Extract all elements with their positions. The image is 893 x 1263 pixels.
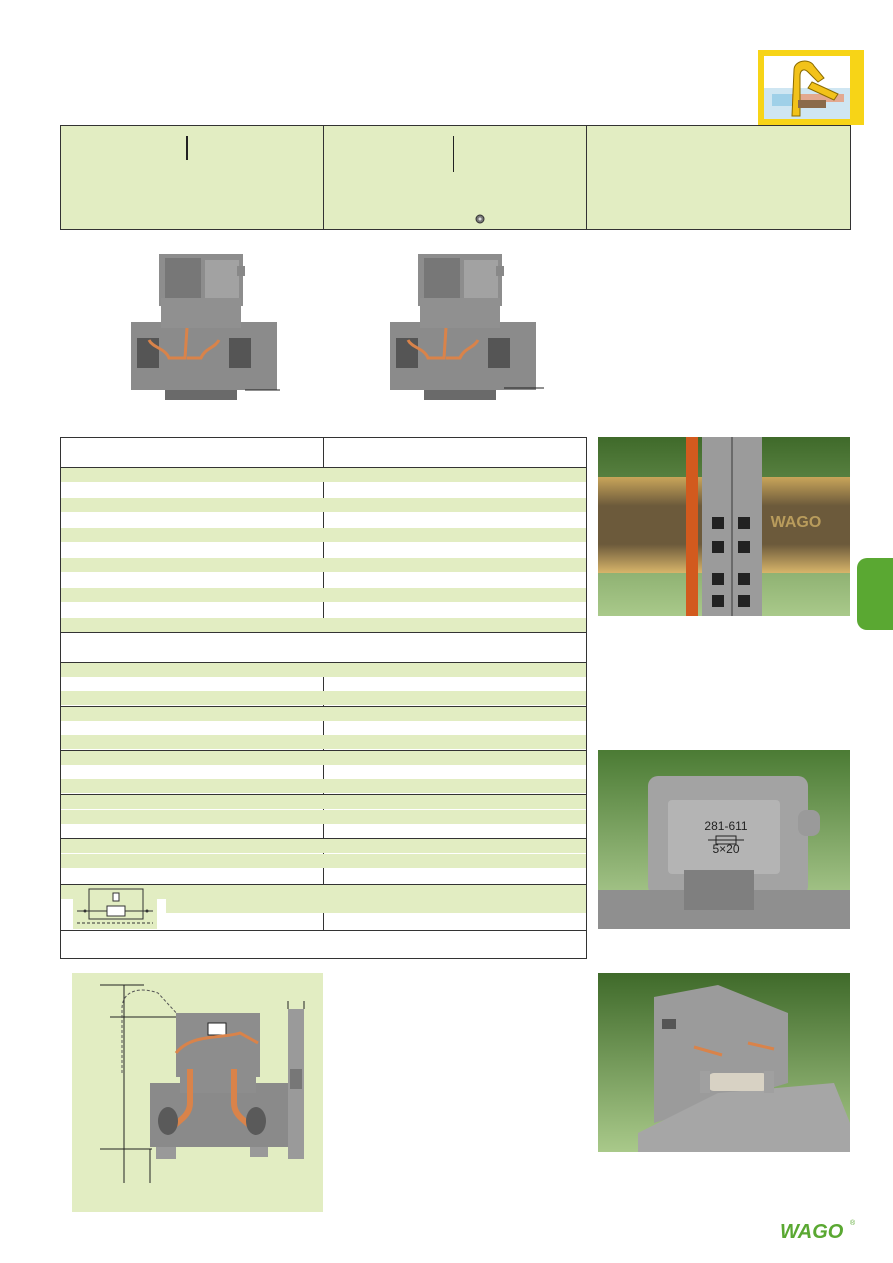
header-divider — [586, 126, 587, 229]
table-row — [61, 885, 586, 899]
table-row — [166, 899, 586, 913]
ground-symbol-icon — [475, 214, 485, 224]
table-header-rule — [61, 467, 586, 468]
table-group-rule — [61, 884, 586, 885]
header-band — [60, 125, 851, 230]
open-fuse-holder-photo — [598, 973, 850, 1152]
table-row — [61, 468, 586, 482]
table-row — [61, 707, 586, 721]
fuse-label-line1: 281-611 — [704, 819, 747, 833]
logo-text: WAGO — [780, 1221, 844, 1243]
wago-logo: WAGO ® — [780, 1217, 858, 1243]
table-row — [61, 498, 586, 512]
header-divider — [323, 126, 324, 229]
table-footer-rule — [61, 930, 586, 931]
technical-data-table — [60, 437, 587, 959]
header-mark — [453, 136, 454, 172]
table-section-rule — [61, 632, 586, 633]
fuse-holder-photo: 281-611 5×20 — [598, 750, 850, 929]
table-group-rule — [61, 794, 586, 795]
table-row — [61, 854, 586, 868]
table-row — [61, 691, 586, 705]
table-row — [61, 779, 586, 793]
rail-mounted-photo: WAGO — [598, 437, 850, 616]
dimension-drawing — [72, 973, 323, 1212]
fuse-symbol-icon — [77, 888, 153, 924]
clamp-operation-icon — [764, 60, 850, 119]
table-row — [61, 528, 586, 542]
section-tab — [857, 558, 893, 630]
table-row — [61, 558, 586, 572]
table-group-rule — [61, 750, 586, 751]
fuse-label-line2: 5×20 — [712, 842, 739, 856]
schematic-cell — [73, 885, 157, 929]
table-row — [61, 839, 586, 853]
table-row — [61, 810, 586, 824]
fuse-terminal-image — [131, 254, 280, 400]
table-row — [61, 751, 586, 765]
table-row — [61, 588, 586, 602]
fuse-terminal-led-image — [390, 254, 544, 400]
table-row — [61, 735, 586, 749]
table-section-rule — [61, 662, 586, 663]
table-group-rule — [61, 838, 586, 839]
table-row — [61, 618, 586, 632]
operation-pictogram — [758, 50, 864, 125]
header-mark — [186, 136, 188, 160]
rail-brand-text: WAGO — [771, 514, 822, 531]
table-row — [61, 795, 586, 809]
registered-mark: ® — [850, 1219, 856, 1227]
table-group-rule — [61, 706, 586, 707]
table-row — [61, 663, 586, 677]
